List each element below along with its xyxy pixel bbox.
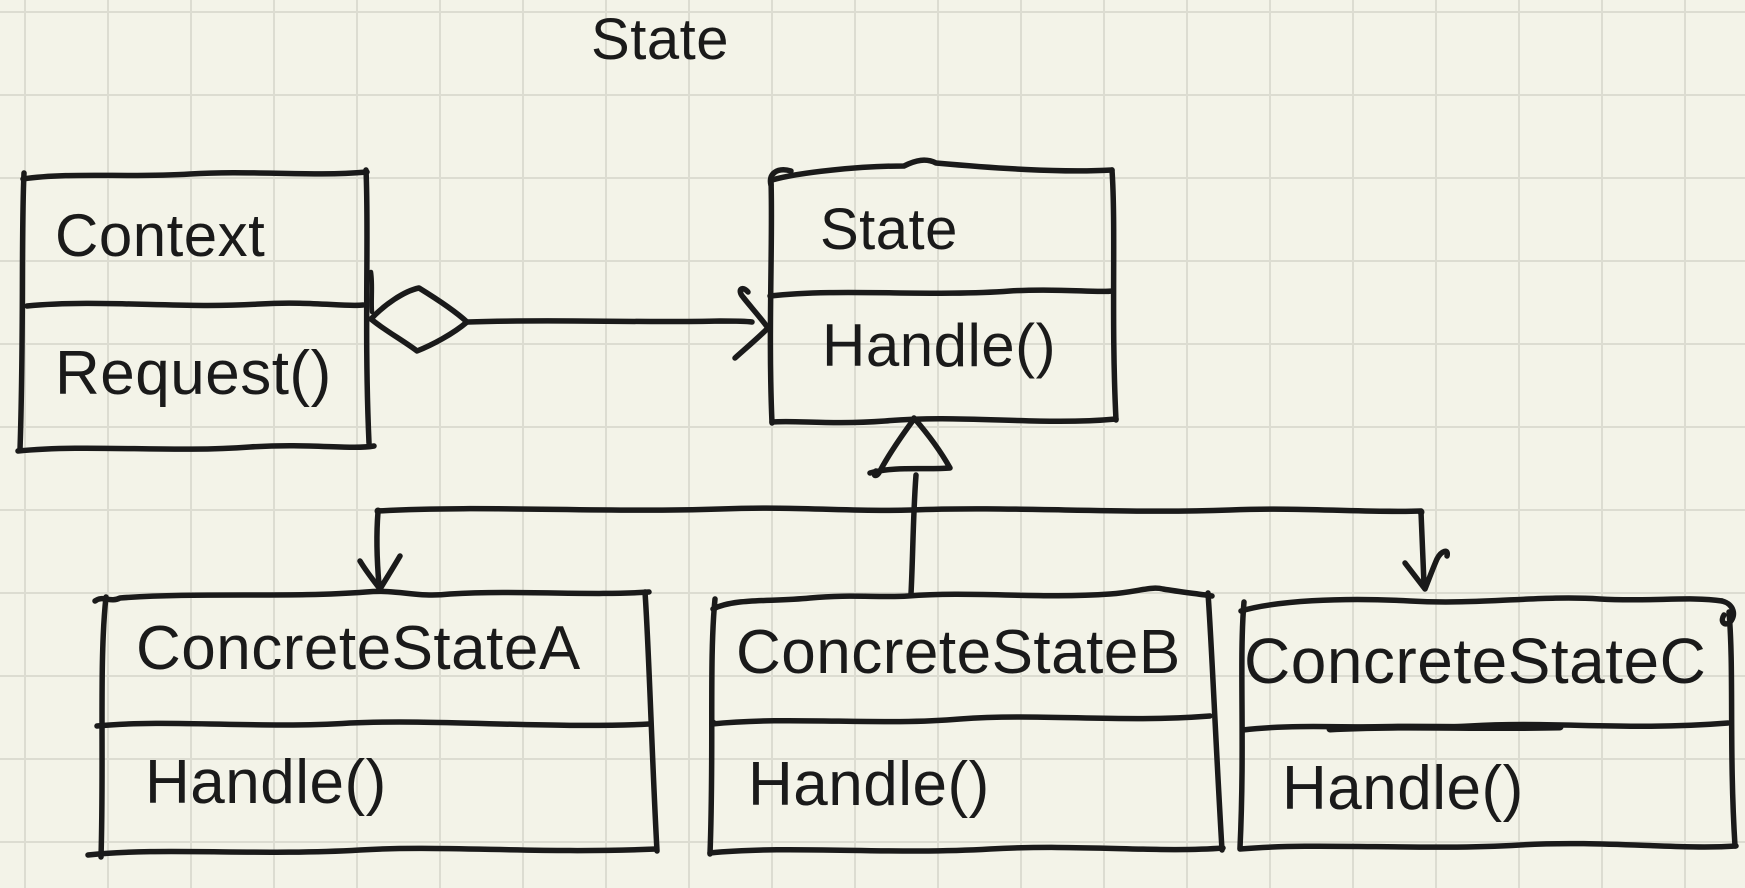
right-arrowhead [1402, 548, 1451, 592]
context-box-bottom [15, 442, 377, 454]
context-box-right [363, 167, 372, 446]
csa-box-right [642, 589, 660, 854]
inheritance-stem [908, 472, 919, 597]
csb-box-right [1205, 590, 1225, 853]
state-box-left [767, 177, 775, 426]
left-arrowhead [357, 553, 403, 592]
state-box-bottom [769, 415, 1119, 426]
concrete-state-b-box [707, 585, 1226, 857]
state-box-right [1109, 167, 1119, 423]
concrete-state-c-box [1237, 595, 1739, 852]
concrete-state-b-method-handle: Handle() [748, 750, 990, 819]
right-drop-line [1418, 509, 1427, 587]
context-class-name: Context [55, 202, 266, 269]
context-box-divider [24, 300, 366, 309]
context-box-edge-retrace [368, 269, 375, 315]
csb-box-bottom [707, 844, 1226, 856]
csc-box-right [1726, 609, 1738, 849]
concrete-state-c-class-name: ConcreteStateC [1244, 625, 1707, 697]
csa-box-top [92, 588, 652, 604]
aggregation-diamond-icon [368, 285, 470, 354]
csa-box-bottom [85, 845, 659, 858]
concrete-state-a-box [85, 588, 660, 860]
state-box-top [769, 157, 1115, 183]
inheritance-connector [357, 415, 1451, 597]
concrete-state-b-class-name: ConcreteStateB [736, 618, 1181, 687]
concrete-state-c-method-handle: Handle() [1282, 754, 1524, 823]
arrowhead-upper-stroke [737, 285, 771, 331]
aggregation-connector [368, 285, 771, 361]
state-class-box [767, 157, 1119, 426]
context-box-top [20, 169, 370, 182]
diagram-title: State [591, 7, 729, 72]
csc-box-divider-retrace [1326, 723, 1564, 733]
csb-divider-nub [709, 719, 717, 727]
aggregation-line [465, 318, 755, 325]
csa-box-left [98, 594, 109, 860]
state-box-divider [767, 287, 1116, 299]
state-class-name: State [820, 197, 958, 262]
inheritance-rail [375, 505, 1424, 515]
csa-box-divider [94, 719, 652, 729]
csc-box-top [1238, 595, 1725, 614]
state-method-handle: Handle() [822, 312, 1057, 379]
csb-box-left [707, 596, 718, 857]
inheritance-triangle-icon [867, 415, 953, 479]
arrowhead-lower-stroke [732, 325, 771, 361]
csb-box-top [710, 585, 1215, 612]
concrete-state-a-method-handle: Handle() [145, 748, 387, 817]
concrete-state-a-class-name: ConcreteStateA [136, 614, 581, 683]
csb-box-divider [709, 713, 1213, 727]
left-drop-line [374, 509, 382, 588]
context-class-box [15, 167, 377, 454]
context-box-left [17, 170, 27, 453]
context-method-request: Request() [55, 339, 332, 408]
csc-box-bottom [1237, 840, 1739, 852]
csc-box-left [1237, 599, 1247, 851]
